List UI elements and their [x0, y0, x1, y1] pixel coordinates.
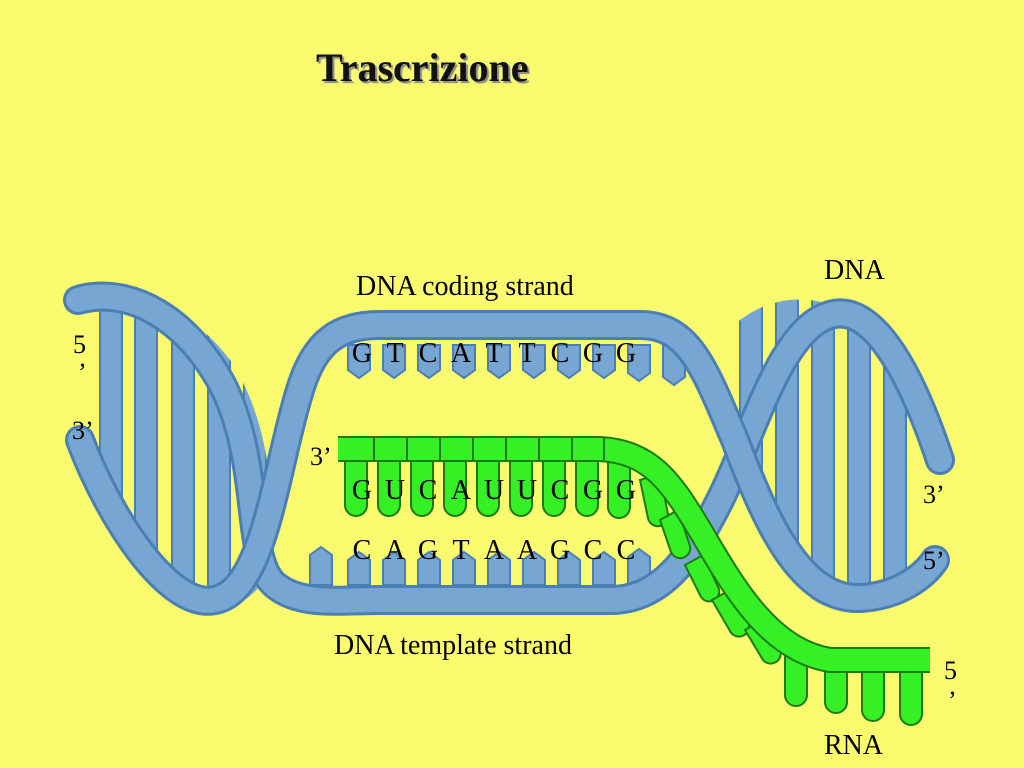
- rna-base: U: [516, 475, 539, 506]
- rna-3prime-label: 3’: [310, 442, 332, 471]
- template-base: G: [417, 535, 440, 566]
- template-base: C: [616, 535, 637, 566]
- coding-base: C: [550, 338, 571, 369]
- coding-base: G: [582, 338, 605, 369]
- rna-label: RNA: [824, 730, 884, 761]
- coding-base: C: [418, 338, 439, 369]
- coding-base: G: [615, 338, 638, 369]
- rna-5prime-mark: ’: [948, 686, 957, 715]
- rna-base: C: [550, 475, 571, 506]
- template-strand-label: DNA template strand: [334, 630, 572, 661]
- template-base: C: [583, 535, 604, 566]
- coding-base: A: [450, 338, 473, 369]
- rna-base: U: [384, 475, 407, 506]
- dna-label: DNA: [824, 255, 885, 286]
- rna-base: C: [418, 475, 439, 506]
- rna-base: G: [615, 475, 638, 506]
- coding-base: G: [351, 338, 374, 369]
- left-5prime-mark: ’: [78, 358, 87, 387]
- coding-strand-bases: [347, 344, 686, 387]
- rna-base: G: [351, 475, 374, 506]
- left-5prime-number: 5: [73, 330, 86, 359]
- coding-strand-label: DNA coding strand: [356, 271, 574, 302]
- template-base: A: [384, 535, 407, 566]
- template-base: G: [549, 535, 572, 566]
- rna-base: G: [582, 475, 605, 506]
- template-base: C: [352, 535, 373, 566]
- template-strand-bases: [309, 545, 651, 586]
- coding-base: T: [485, 338, 504, 369]
- coding-base: T: [386, 338, 405, 369]
- rna-bases: [344, 454, 923, 726]
- rna-base: A: [450, 475, 473, 506]
- template-base: A: [516, 535, 539, 566]
- left-3prime-label: 3’: [72, 416, 94, 445]
- right-5prime-label: 5’: [923, 546, 945, 575]
- coding-base: T: [518, 338, 537, 369]
- rna-base: U: [483, 475, 506, 506]
- template-base: T: [452, 535, 471, 566]
- rna-5prime-number: 5: [944, 656, 957, 685]
- right-3prime-label: 3’: [923, 480, 945, 509]
- page-title: Trascrizione: [316, 45, 529, 90]
- rna-backbone-dividers: [373, 438, 605, 460]
- template-base: A: [483, 535, 506, 566]
